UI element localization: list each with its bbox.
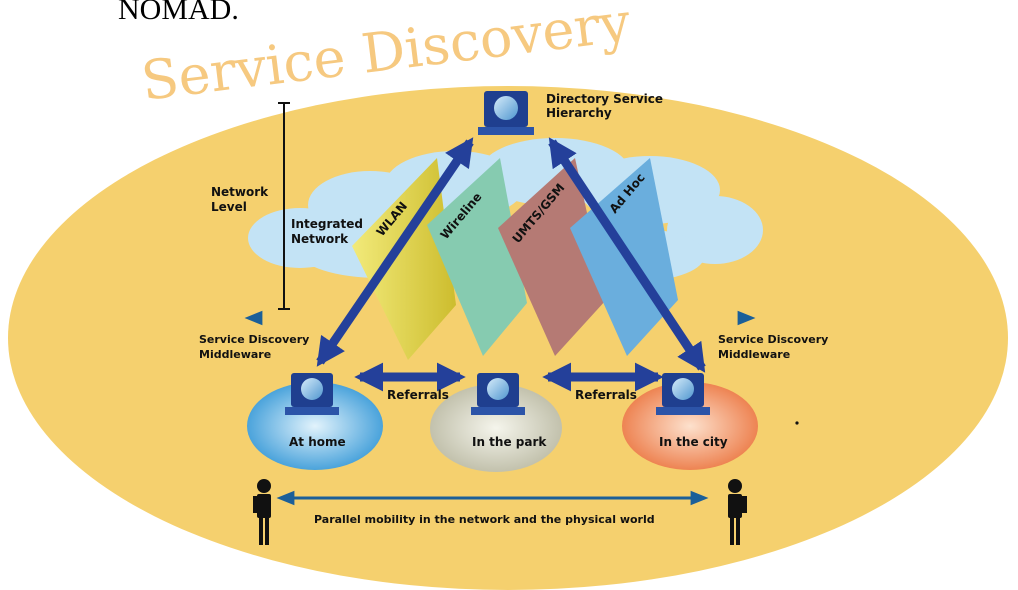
zone-park-label: In the park — [472, 435, 547, 449]
zone-home-label: At home — [289, 435, 346, 449]
label-line: Middleware — [718, 348, 790, 361]
arrow-directory-home — [316, 137, 474, 367]
label-line: Service Discovery — [718, 333, 828, 346]
label-line: Service Discovery — [199, 333, 309, 346]
directory-computer-icon — [478, 91, 534, 135]
background-oval — [8, 86, 1008, 590]
network-level-bracket — [278, 102, 290, 310]
label-line: Network — [211, 185, 269, 199]
arrow-directory-city — [548, 137, 706, 373]
zone-home — [247, 382, 383, 470]
stray-dot — [795, 421, 799, 425]
zone-city-label: In the city — [659, 435, 728, 449]
label-line: Directory Service — [546, 92, 663, 106]
label-line: Network — [291, 232, 349, 246]
zone-city — [622, 382, 758, 470]
label-line: Middleware — [199, 348, 271, 361]
label-line: Integrated — [291, 217, 363, 231]
label-line: Level — [211, 200, 247, 214]
person-right-icon — [728, 479, 747, 545]
city-computer-icon — [656, 373, 710, 415]
person-left-icon — [253, 479, 271, 545]
park-computer-icon — [471, 373, 525, 415]
label-line: Hierarchy — [546, 106, 612, 120]
truncated-heading-text: NOMAD. — [118, 0, 239, 26]
zone-park — [430, 384, 562, 472]
home-computer-icon — [285, 373, 339, 415]
referrals-left-label: Referrals — [387, 388, 449, 402]
mobility-caption: Parallel mobility in the network and the… — [314, 513, 655, 526]
referrals-right-label: Referrals — [575, 388, 637, 402]
